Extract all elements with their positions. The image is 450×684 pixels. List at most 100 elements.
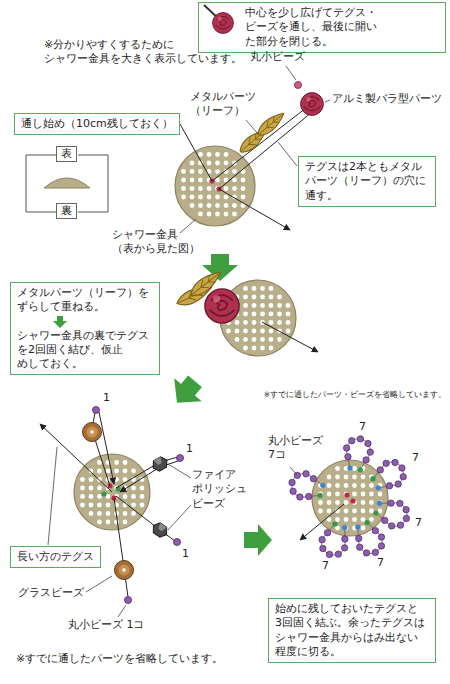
rose-icon bbox=[204, 5, 233, 33]
rose-part bbox=[205, 289, 239, 323]
metal-leaf bbox=[254, 109, 287, 140]
shower-fitting bbox=[89, 477, 94, 482]
small-step-arrow bbox=[53, 316, 67, 328]
shower-fitting bbox=[190, 169, 195, 174]
shower-fitting bbox=[89, 503, 94, 508]
bead-loop bbox=[403, 515, 409, 521]
shower-fitting bbox=[335, 500, 340, 505]
shower-fitting bbox=[80, 494, 85, 499]
shower-fitting bbox=[243, 346, 248, 351]
shower-fitting bbox=[97, 511, 102, 516]
bead-loop bbox=[388, 500, 394, 506]
step-box: メタルパーツ（リーフ）を ずらして重ねる。シャワー金具の裏でテグス を2回固く結… bbox=[10, 282, 160, 375]
bead-loop bbox=[335, 551, 341, 557]
shower-fitting bbox=[252, 329, 257, 334]
shower-fitting bbox=[198, 178, 203, 183]
shower-fitting bbox=[352, 466, 357, 471]
glass-bead bbox=[83, 423, 102, 442]
count-label: 7 bbox=[412, 451, 419, 465]
shower-fitting bbox=[207, 203, 212, 208]
shower-fitting bbox=[327, 475, 332, 480]
shower-fitting bbox=[327, 483, 332, 488]
shower-fitting bbox=[175, 146, 255, 226]
bead-loop bbox=[355, 535, 361, 541]
step-arrow bbox=[163, 370, 209, 415]
rose-part bbox=[301, 93, 324, 116]
shower-fitting bbox=[207, 152, 212, 157]
rose-icon bbox=[213, 13, 234, 34]
bead-loop bbox=[399, 465, 405, 471]
shower-fitting bbox=[97, 503, 102, 508]
shower-fitting bbox=[224, 152, 229, 157]
bead-loop bbox=[378, 534, 384, 540]
shower-fitting bbox=[352, 509, 357, 514]
shower-fitting bbox=[190, 186, 195, 191]
shower-fitting bbox=[286, 329, 291, 334]
shower-fitting bbox=[232, 212, 237, 217]
fire-polish-bead bbox=[150, 455, 170, 473]
glass-bead bbox=[115, 561, 134, 580]
shower-fitting bbox=[235, 320, 240, 325]
shower-fitting bbox=[106, 469, 111, 474]
seed-bead bbox=[125, 597, 132, 604]
shower-fitting bbox=[344, 483, 349, 488]
fishing-line bbox=[212, 108, 306, 181]
count-label: 7 bbox=[415, 516, 422, 530]
shower-fitting bbox=[327, 500, 332, 505]
shower-fitting bbox=[224, 161, 229, 166]
shower-fitting bbox=[241, 186, 246, 191]
shower-fitting bbox=[269, 320, 274, 325]
hole-mark bbox=[101, 483, 120, 500]
shower-fitting bbox=[252, 303, 257, 308]
fishing-line bbox=[300, 504, 344, 540]
hole-mark bbox=[344, 492, 355, 503]
shower-fitting bbox=[215, 195, 220, 200]
bead-loop bbox=[382, 517, 388, 523]
note-text: ※すでに通したパーツ・ビーズを省略しています。 bbox=[264, 390, 446, 400]
bead-loop bbox=[373, 510, 378, 515]
shower-fitting bbox=[224, 186, 229, 191]
shower-fitting bbox=[131, 486, 136, 491]
shower-fitting bbox=[114, 469, 119, 474]
shower-fitting bbox=[344, 475, 349, 480]
bead-loop bbox=[400, 474, 406, 480]
shower-fitting bbox=[89, 494, 94, 499]
hole-mark bbox=[101, 491, 106, 496]
shower-fitting bbox=[344, 500, 349, 505]
shower-fitting bbox=[123, 511, 128, 516]
bead-loop bbox=[376, 485, 381, 490]
shower-fitting bbox=[131, 494, 136, 499]
shower-fitting bbox=[269, 312, 274, 317]
shower-fitting bbox=[123, 520, 128, 525]
box-text: テグスは2本ともメタル パーツ（リーフ）の穴に 通す。 bbox=[305, 160, 429, 203]
count-label: 7 bbox=[377, 556, 384, 570]
box-text: 裏 bbox=[61, 204, 72, 218]
callout-box: 中心を少し広げてテグス・ ビーズを通し、最後に開い た部分を閉じる。 bbox=[198, 2, 446, 53]
bead-loop bbox=[397, 500, 403, 506]
bead-loop bbox=[395, 481, 401, 487]
bead-loop bbox=[370, 476, 375, 481]
callout-box: テグスは2本ともメタル パーツ（リーフ）の穴に 通す。 bbox=[298, 156, 436, 207]
shower-fitting bbox=[175, 146, 255, 226]
bead-loop bbox=[363, 550, 369, 556]
bead-loop bbox=[383, 460, 389, 466]
bead-loop bbox=[377, 501, 382, 506]
bead-loop bbox=[318, 493, 323, 498]
box-text: 長い方のテグス bbox=[17, 550, 94, 564]
fishing-line bbox=[99, 412, 114, 484]
shower-fitting bbox=[123, 494, 128, 499]
shower-fitting bbox=[352, 475, 357, 480]
shower-fitting bbox=[243, 295, 248, 300]
shower-fitting bbox=[80, 486, 85, 491]
shower-fitting bbox=[198, 203, 203, 208]
bead-loop bbox=[306, 493, 312, 499]
shower-fitting bbox=[361, 475, 366, 480]
fishing-line bbox=[116, 457, 178, 488]
part-label: シャワー金具 （表から見た図） bbox=[112, 228, 204, 257]
part-label: 丸小ビーズ bbox=[250, 50, 305, 64]
leader-line bbox=[86, 576, 112, 592]
shower-fitting bbox=[243, 286, 248, 291]
shower-fitting bbox=[207, 186, 212, 191]
note-text: ※分かりやすくするために シャワー金具を大きく表示しています。 bbox=[44, 38, 246, 67]
shower-fitting bbox=[277, 320, 282, 325]
